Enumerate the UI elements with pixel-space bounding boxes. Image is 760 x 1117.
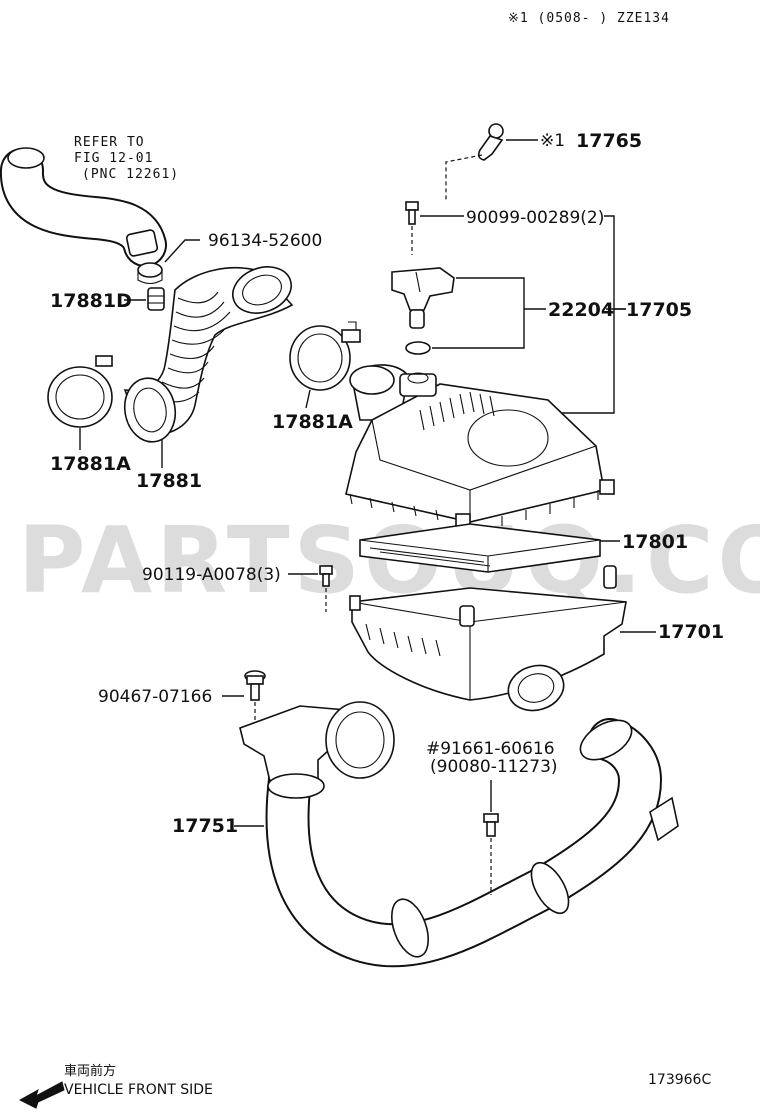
bolt-90467[interactable] <box>244 670 266 701</box>
model-note: ※1 (0508- ) ZZE134 <box>508 11 670 26</box>
callout-17765[interactable]: 17765 <box>576 130 642 152</box>
oring-22204 <box>405 341 431 355</box>
callout-17881A-left[interactable]: 17881A <box>50 453 131 475</box>
callout-90467[interactable]: 90467-07166 <box>98 687 212 707</box>
callout-17705[interactable]: 17705 <box>626 299 692 321</box>
callout-91661[interactable]: #91661-60616 <box>426 739 555 759</box>
outlet-hose-17751[interactable] <box>239 701 679 968</box>
intake-hose-17881[interactable] <box>120 259 298 446</box>
callout-90099[interactable]: 90099-00289(2) <box>466 208 604 228</box>
inlet-duct-reference <box>0 147 167 267</box>
callout-96134[interactable]: 96134-52600 <box>208 231 322 251</box>
fitting-17881D[interactable] <box>147 287 165 311</box>
callout-17881D[interactable]: 17881D <box>50 290 132 312</box>
plug-96134[interactable] <box>137 262 163 285</box>
refer-note-line3: (PNC 12261) <box>82 167 179 182</box>
callout-90080[interactable]: (90080-11273) <box>430 757 558 777</box>
direction-label-en: VEHICLE FRONT SIDE <box>64 1082 213 1098</box>
filter-element-17801[interactable] <box>359 523 601 573</box>
direction-label-jp: 車両前方 <box>64 1063 116 1079</box>
screw-90099[interactable] <box>405 201 419 225</box>
clamp-17881A-left[interactable] <box>47 355 113 428</box>
air-cleaner-case-17701[interactable] <box>349 565 627 716</box>
refer-note-line1: REFER TO <box>74 135 145 150</box>
callout-17765-mark: ※1 <box>540 131 565 151</box>
callout-17701[interactable]: 17701 <box>658 621 724 643</box>
clamp-17881A-mid[interactable] <box>289 321 361 391</box>
callout-17801[interactable]: 17801 <box>622 531 688 553</box>
callout-17751[interactable]: 17751 <box>172 815 238 837</box>
air-cleaner-cap[interactable] <box>345 364 615 529</box>
front-direction-arrow-icon <box>18 1081 65 1109</box>
callout-90119[interactable]: 90119-A0078(3) <box>142 565 281 585</box>
bolt-91661[interactable] <box>483 813 499 837</box>
refer-note-line2: FIG 12-01 <box>74 151 153 166</box>
callout-22204[interactable]: 22204 <box>548 299 614 321</box>
bracket-17765[interactable] <box>477 123 504 161</box>
airflow-meter-22204[interactable] <box>391 267 455 329</box>
callout-17881A-mid[interactable]: 17881A <box>272 411 353 433</box>
watermark: PARTSOUQ.COM <box>18 507 760 614</box>
callout-17881[interactable]: 17881 <box>136 470 202 492</box>
screw-90119[interactable] <box>319 565 333 587</box>
figure-code: 173966C <box>648 1072 711 1088</box>
